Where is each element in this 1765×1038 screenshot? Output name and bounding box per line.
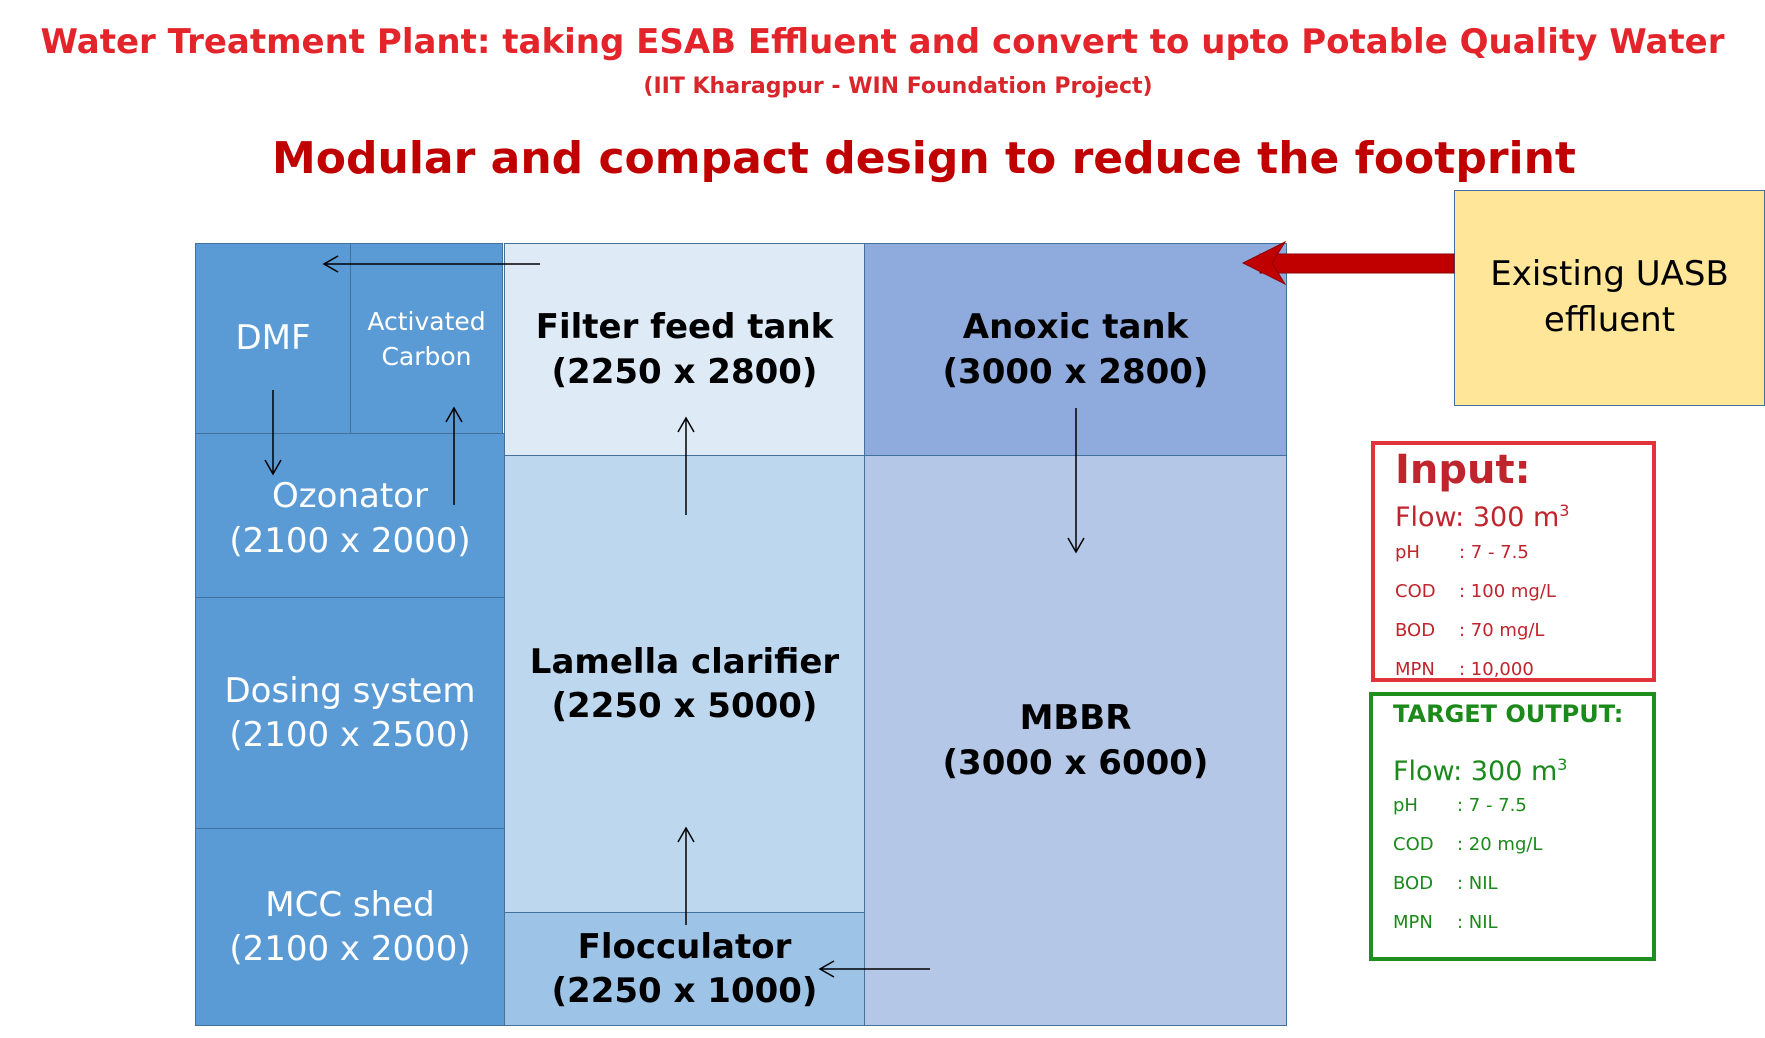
anoxic-tank-dims: (3000 x 2800): [942, 351, 1209, 392]
output-flow: Flow: 300 m3: [1393, 755, 1567, 787]
mcc-shed-block: MCC shed (2100 x 2000): [195, 828, 505, 1026]
dosing-system-dims: (2100 x 2500): [229, 715, 471, 755]
output-row-cod: COD : 20 mg/L: [1393, 834, 1542, 855]
activated-carbon-line1: Activated: [367, 306, 486, 336]
input-ph-value: : 7 - 7.5: [1459, 542, 1529, 563]
output-cod-key: COD: [1393, 834, 1434, 855]
input-bod-key: BOD: [1395, 620, 1436, 641]
output-row-bod: BOD : NIL: [1393, 873, 1498, 894]
output-flow-sup: 3: [1557, 755, 1568, 774]
output-ph-key: pH: [1393, 795, 1418, 816]
input-cod-value: : 100 mg/L: [1459, 581, 1556, 602]
output-row-mpn: MPN : NIL: [1393, 912, 1498, 933]
arrowhead-anoxic-to-mbbr: [1067, 537, 1085, 554]
mcc-shed-label: MCC shed: [265, 884, 435, 925]
inlet-arrow-head: [1241, 240, 1287, 286]
lamella-clarifier-block: Lamella clarifier (2250 x 5000): [504, 455, 865, 913]
dosing-system-block: Dosing system (2100 x 2500): [195, 597, 505, 829]
input-row-ph: pH : 7 - 7.5: [1395, 542, 1529, 563]
headline: Modular and compact design to reduce the…: [272, 133, 1576, 184]
output-mpn-value: : NIL: [1457, 912, 1498, 933]
lamella-clarifier-dims: (2250 x 5000): [551, 686, 818, 726]
output-row-ph: pH : 7 - 7.5: [1393, 795, 1527, 816]
page-subtitle: (IIT Kharagpur - WIN Foundation Project): [643, 74, 1153, 99]
ozonator-label: Ozonator: [272, 476, 428, 517]
arrowhead-mbbr-to-flocculator: [818, 960, 835, 978]
input-mpn-value: : 10,000: [1459, 659, 1534, 680]
target-output-box: TARGET OUTPUT: Flow: 300 m3 pH: 7 - 7.5 …: [1369, 692, 1656, 961]
lamella-clarifier-label: Lamella clarifier: [529, 641, 840, 682]
input-cod-key: COD: [1395, 581, 1436, 602]
inlet-arrow-shaft: [1259, 253, 1455, 274]
output-bod-value: : NIL: [1457, 873, 1498, 894]
arrowhead-filter-to-dmf: [322, 255, 339, 273]
output-flow-text: Flow: 300 m: [1393, 756, 1558, 787]
input-title: Input:: [1395, 447, 1531, 493]
output-cod-value: : 20 mg/L: [1457, 834, 1543, 855]
input-row-mpn: MPN : 10,000: [1395, 659, 1534, 680]
arrowhead-flocculator-to-lamella: [677, 826, 695, 843]
input-flow: Flow: 300 m3: [1395, 501, 1569, 533]
output-mpn-key: MPN: [1393, 912, 1433, 933]
uasb-line2: effluent: [1543, 300, 1676, 340]
mcc-shed-dims: (2100 x 2000): [229, 929, 471, 969]
activated-carbon-line2: Carbon: [381, 341, 472, 371]
input-mpn-key: MPN: [1395, 659, 1435, 680]
filter-feed-tank-dims: (2250 x 2800): [551, 351, 818, 392]
arrowhead-dmf-to-ozonator: [264, 459, 282, 476]
output-title: TARGET OUTPUT:: [1393, 700, 1624, 728]
flocculator-dims: (2250 x 1000): [551, 971, 818, 1011]
input-bod-value: : 70 mg/L: [1459, 620, 1545, 641]
flocculator-label: Flocculator: [577, 926, 792, 967]
arrowhead-ozonator-to-carbon: [445, 406, 463, 423]
mbbr-label: MBBR: [1019, 698, 1132, 739]
dosing-system-label: Dosing system: [224, 670, 476, 711]
input-row-cod: COD : 100 mg/L: [1395, 581, 1556, 602]
dmf-label: DMF: [235, 318, 311, 359]
activated-carbon-block: Activated Carbon: [350, 243, 503, 434]
page-title: Water Treatment Plant: taking ESAB Efflu…: [40, 22, 1725, 62]
input-box: Input: Flow: 300 m3 pH : 7 - 7.5 COD : 100…: [1371, 441, 1656, 682]
input-ph-key: pH: [1395, 542, 1420, 563]
flocculator-block: Flocculator (2250 x 1000): [504, 912, 865, 1026]
uasb-line1: Existing UASB: [1490, 254, 1729, 295]
output-ph-value: : 7 - 7.5: [1457, 795, 1527, 816]
arrowhead-lamella-to-filter: [677, 416, 695, 433]
input-flow-text: Flow: 300 m: [1395, 502, 1560, 533]
ozonator-dims: (2100 x 2000): [229, 520, 471, 561]
filter-feed-tank-label: Filter feed tank: [535, 307, 834, 348]
input-flow-sup: 3: [1559, 501, 1570, 520]
existing-uasb-effluent-block: Existing UASB effluent: [1454, 190, 1765, 406]
mbbr-dims: (3000 x 6000): [942, 742, 1209, 783]
input-row-bod: BOD : 70 mg/L: [1395, 620, 1544, 641]
anoxic-tank-label: Anoxic tank: [962, 307, 1189, 348]
output-bod-key: BOD: [1393, 873, 1434, 894]
